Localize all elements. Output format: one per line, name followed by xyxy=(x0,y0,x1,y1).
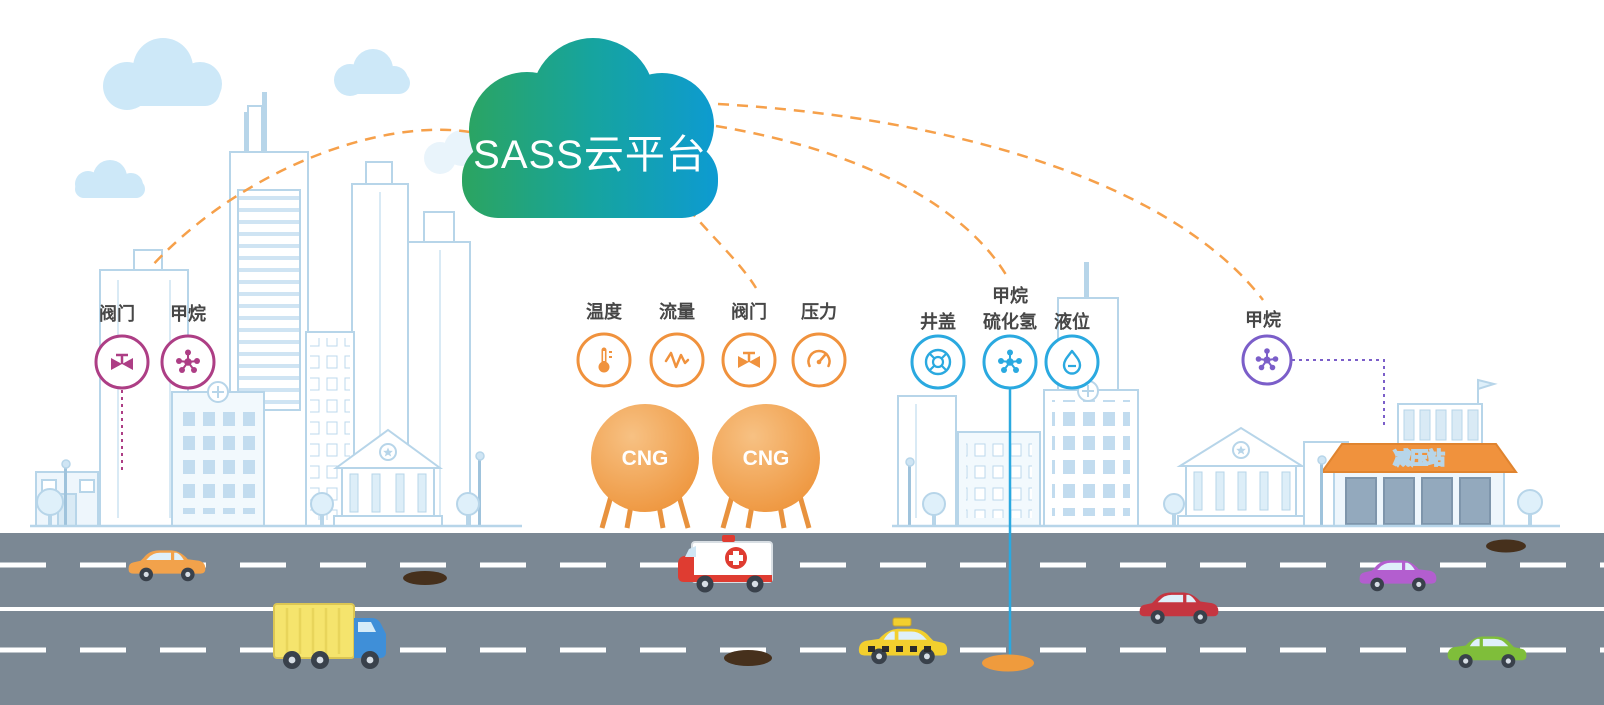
vehicles xyxy=(128,535,1527,669)
sensor-flow: 流量 xyxy=(649,301,705,388)
tank-label: CNG xyxy=(743,447,790,470)
tree xyxy=(310,492,334,526)
tree xyxy=(456,492,480,526)
vehicle-ambulance xyxy=(678,535,773,593)
sass-cloud-platform: SASS云平台 xyxy=(462,38,718,218)
sensor-label: 硫化氢 xyxy=(983,311,1037,332)
connector-to-manhole xyxy=(715,124,1010,279)
sensor-label: 流量 xyxy=(659,301,695,322)
connector-to-station xyxy=(717,102,1264,301)
sensor-group-city-pipeline: 阀门 甲烷 xyxy=(94,303,216,390)
street-lamp xyxy=(905,457,915,526)
cng-tank-1: CNG xyxy=(591,404,699,512)
sensor-temperature: 温度 xyxy=(576,301,632,388)
tank-label: CNG xyxy=(622,447,669,470)
sky-cloud-small xyxy=(75,160,145,198)
street-lamp xyxy=(475,451,485,526)
methane-icon xyxy=(176,349,200,373)
drop-line-station-sensor xyxy=(1292,359,1385,428)
flag-icon xyxy=(1477,378,1498,391)
right-skyline: 减压站 xyxy=(892,262,1560,528)
cng-tank-2: CNG xyxy=(712,404,820,512)
manhole-spot xyxy=(403,571,447,585)
station-roof xyxy=(1320,443,1518,473)
sensor-group-manhole: 井盖 甲烷 硫化氢 液位 xyxy=(910,285,1100,390)
manhole-orange xyxy=(982,654,1034,672)
station-doors xyxy=(1345,477,1491,525)
methane-icon xyxy=(998,349,1022,373)
star-emblem xyxy=(383,447,393,457)
classical-building xyxy=(332,428,444,527)
mid-building xyxy=(957,431,1041,527)
sensor-methane-h2s: 甲烷 硫化氢 xyxy=(982,285,1038,390)
vehicle-taxi xyxy=(858,617,948,665)
sensor-label: 甲烷 xyxy=(170,303,206,324)
manhole-spot xyxy=(1486,539,1526,553)
sensor-label: 阀门 xyxy=(731,301,767,322)
sky-cloud-mid xyxy=(334,49,410,96)
cloud-connectors xyxy=(149,102,1264,301)
manhole-spot xyxy=(724,650,772,666)
hospital-building-right xyxy=(1043,380,1139,527)
star-emblem xyxy=(1236,445,1246,455)
flow-icon xyxy=(664,351,690,369)
methane-icon xyxy=(1255,348,1279,371)
sensor-group-cng: 温度 流量 阀门 xyxy=(576,301,847,388)
connector-to-city-pipeline xyxy=(149,128,471,269)
valve-icon xyxy=(738,351,760,368)
hospital-building xyxy=(171,381,265,527)
sensor-manhole-cover: 井盖 xyxy=(910,311,966,390)
tree xyxy=(1163,493,1185,526)
station-label: 减压站 xyxy=(1394,448,1445,468)
sensor-label: 阀门 xyxy=(99,303,135,324)
station-upper-structure xyxy=(1397,378,1498,447)
connector-to-cng xyxy=(687,207,758,289)
temperature-icon xyxy=(598,347,612,373)
tree xyxy=(1517,489,1543,526)
sensor-label: 井盖 xyxy=(920,311,956,332)
left-skyline xyxy=(30,92,522,528)
vehicle-truck xyxy=(273,603,386,669)
sensor-valve-2: 阀门 xyxy=(721,301,777,388)
pressure-icon xyxy=(807,349,831,368)
level-icon xyxy=(1062,349,1082,375)
sensor-label: 甲烷 xyxy=(992,285,1028,306)
street-lamp xyxy=(61,459,71,526)
cloud-label: SASS云平台 xyxy=(473,133,707,177)
tree xyxy=(36,488,64,526)
road xyxy=(0,533,1604,705)
sensor-pressure: 压力 xyxy=(791,302,847,388)
sensor-valve: 阀门 xyxy=(94,303,150,390)
sensor-label: 温度 xyxy=(586,301,623,322)
sensor-methane: 甲烷 xyxy=(160,303,216,390)
sensor-label: 压力 xyxy=(801,302,837,322)
classical-bank xyxy=(1176,426,1306,527)
tree xyxy=(922,492,946,526)
reduction-station-building: 减压站 xyxy=(1320,378,1518,527)
street-lamp xyxy=(1317,455,1327,526)
manhole-icon xyxy=(924,348,952,376)
cng-tanks: CNG CNG xyxy=(591,404,820,529)
sensor-methane-station: 甲烷 xyxy=(1241,309,1293,386)
sensor-label: 液位 xyxy=(1054,311,1090,332)
sensor-group-station: 甲烷 xyxy=(1241,309,1293,386)
sensor-label: 甲烷 xyxy=(1245,309,1281,330)
sky-cloud-left xyxy=(103,38,222,110)
valve-icon xyxy=(111,353,133,370)
sensor-liquid-level: 液位 xyxy=(1044,311,1100,390)
